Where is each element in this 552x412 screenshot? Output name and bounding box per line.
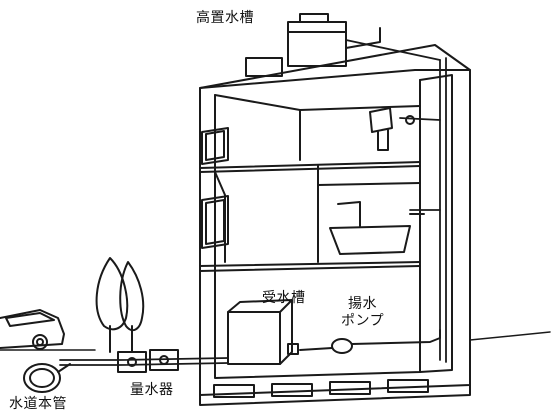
receiving-tank [227, 299, 293, 365]
water-main-label: 水道本管 [9, 396, 67, 412]
window-upper [201, 127, 229, 165]
pump [287, 329, 441, 355]
window-middle [201, 195, 229, 249]
building [199, 44, 471, 406]
car [0, 309, 65, 350]
pump-label-line1: 揚水 [348, 296, 377, 312]
water-meter-label: 量水器 [130, 382, 174, 398]
tree-left [95, 257, 129, 353]
water-main [23, 363, 71, 393]
elevated-tank [245, 13, 381, 77]
supply-pipe [59, 357, 229, 366]
pump-label-line2: ポンプ [341, 313, 385, 329]
water-meter [117, 349, 179, 373]
washbasin [369, 107, 415, 151]
tree-right [119, 261, 145, 353]
ground-line [0, 331, 551, 351]
elevated-tank-label: 高置水槽 [196, 10, 254, 26]
riser-pipes [345, 39, 447, 363]
receiving-tank-label: 受水槽 [262, 290, 306, 306]
bathtub [329, 201, 425, 255]
